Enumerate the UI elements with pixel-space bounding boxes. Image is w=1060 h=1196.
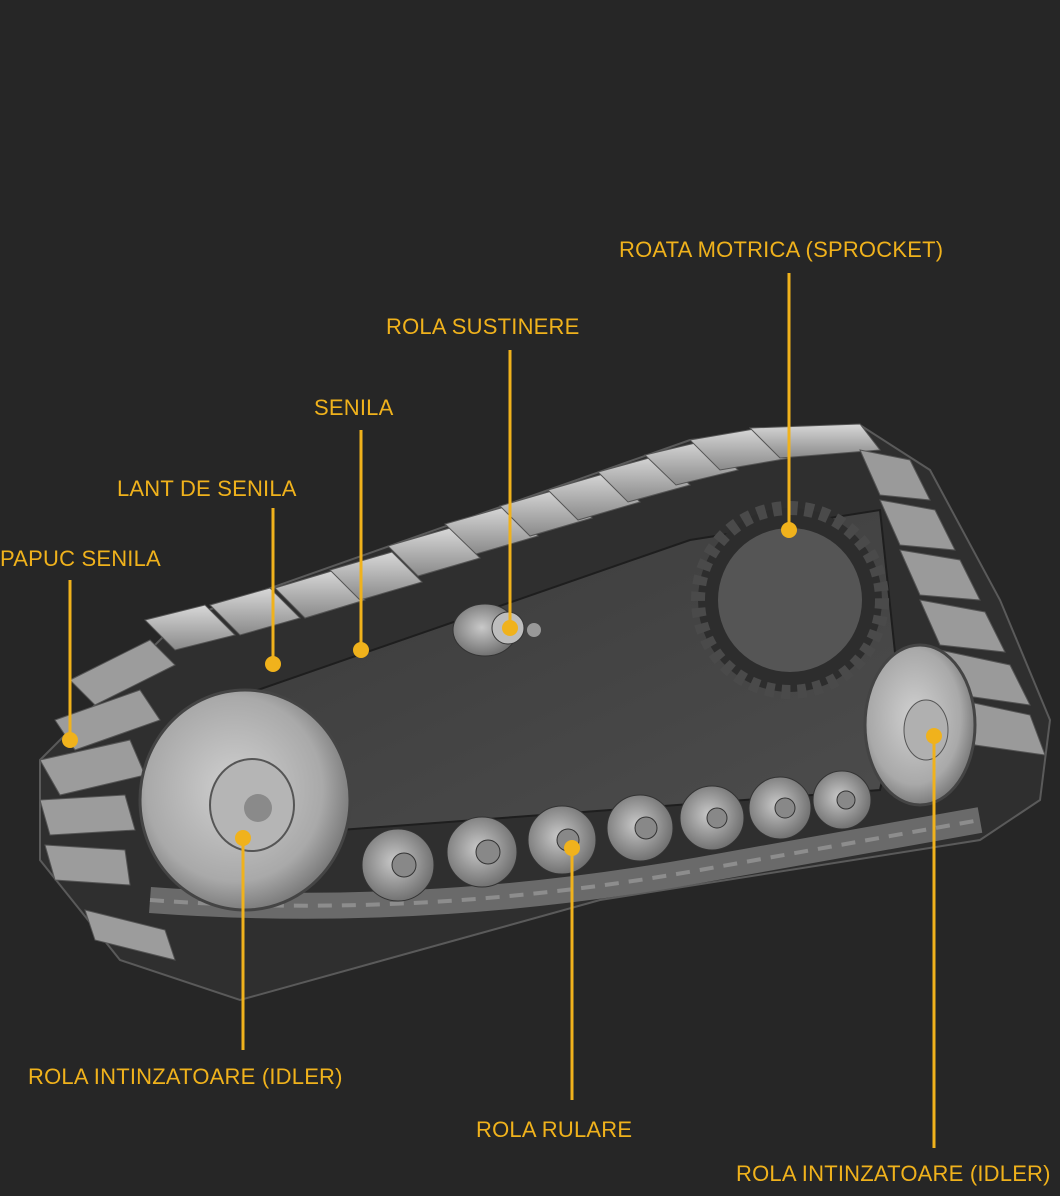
front-idler <box>138 688 352 912</box>
rear-idler <box>863 643 977 807</box>
label-rola-sustinere: ROLA SUSTINERE <box>386 314 580 339</box>
leader-lines <box>62 273 942 1148</box>
track-rollers <box>361 770 872 902</box>
label-senila: SENILA <box>314 395 394 420</box>
rear-track-shoes <box>859 449 1046 756</box>
label-papuc-senila: PAPUC SENILA <box>0 546 161 571</box>
label-roata-motrica: ROATA MOTRICA (SPROCKET) <box>619 237 944 262</box>
front-track-shoes <box>39 639 176 961</box>
sprocket-wheel <box>691 501 889 699</box>
label-rola-intinzatoare-front: ROLA INTINZATOARE (IDLER) <box>28 1064 343 1089</box>
label-rola-rulare: ROLA RULARE <box>476 1117 633 1142</box>
top-track-shoes <box>144 423 881 651</box>
label-lant-de-senila: LANT DE SENILA <box>117 476 297 501</box>
label-rola-intinzatoare-rear: ROLA INTINZATOARE (IDLER) <box>736 1161 1051 1186</box>
